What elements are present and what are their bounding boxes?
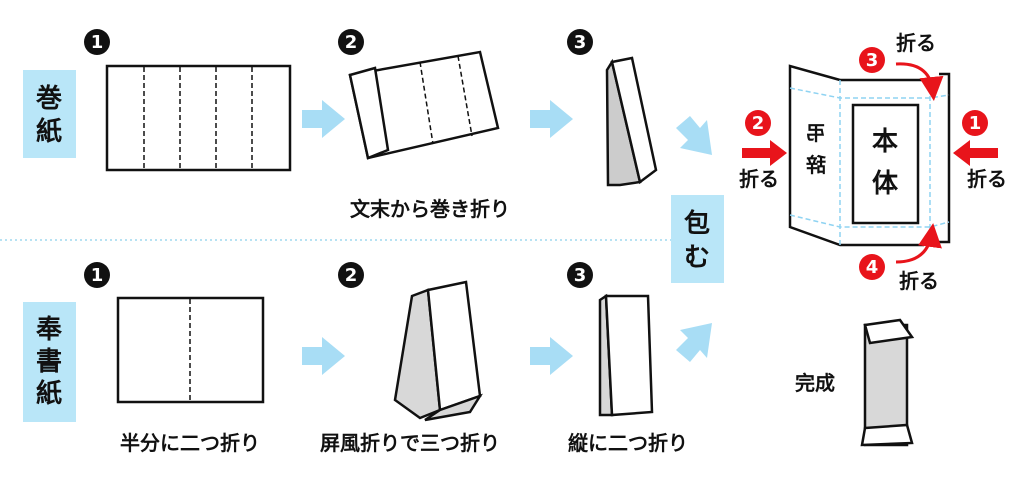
- makigami-step3-paper: [605, 56, 658, 187]
- hoshoshi-step3-caption: 縦に二つ折り: [568, 431, 688, 455]
- svg-text:2: 2: [752, 113, 765, 134]
- hoshoshi-step2-caption: 屏風折りで三つ折り: [320, 431, 500, 455]
- hoshoshi-step1-caption: 半分に二つ折り: [120, 431, 260, 455]
- hoshoshi-step3-paper: [598, 293, 654, 417]
- svg-text:包: 包: [684, 208, 710, 239]
- red-curved-arrow-icon: [895, 223, 942, 264]
- step-badge: 3: [567, 262, 593, 288]
- envelope-diagram: 本 体 弔 辞 1 折る 2 折る 3 折る 4 折る: [739, 31, 1007, 293]
- svg-text:2: 2: [345, 265, 358, 286]
- step-badge: 1: [84, 29, 110, 55]
- fold-label: 折る: [967, 167, 1007, 191]
- svg-text:1: 1: [91, 32, 104, 53]
- svg-text:紙: 紙: [36, 116, 62, 147]
- flap-char: 辞: [806, 153, 826, 177]
- hoshoshi-label: 奉 書 紙: [23, 302, 76, 422]
- makigami-step2-caption: 文末から巻き折り: [350, 197, 510, 221]
- svg-text:奉: 奉: [35, 315, 63, 345]
- step-badge: 2: [338, 262, 364, 288]
- svg-text:3: 3: [574, 265, 587, 286]
- wrap-label: 包 む: [671, 195, 724, 283]
- svg-text:書: 書: [36, 347, 62, 377]
- arrow-right-icon: [530, 337, 573, 375]
- red-arrow-right-icon: [742, 140, 787, 166]
- svg-text:体: 体: [872, 169, 899, 199]
- done-label: 完成: [795, 371, 835, 395]
- svg-text:3: 3: [866, 50, 879, 71]
- fold-label: 折る: [899, 269, 939, 293]
- svg-text:巻: 巻: [35, 84, 62, 114]
- svg-text:本: 本: [872, 127, 898, 157]
- svg-text:2: 2: [345, 32, 358, 53]
- red-arrow-left-icon: [953, 140, 998, 166]
- step-badge: 2: [338, 29, 364, 55]
- hoshoshi-step1-paper: [116, 296, 265, 404]
- svg-text:1: 1: [969, 113, 982, 134]
- makigami-label: 巻 紙: [23, 70, 76, 158]
- makigami-step2-paper: [348, 50, 500, 160]
- svg-text:む: む: [684, 243, 710, 273]
- flow-arrows: [302, 100, 712, 375]
- makigami-step1-paper: [105, 64, 292, 172]
- arrow-right-icon: [302, 337, 345, 375]
- step-badge: 1: [84, 262, 110, 288]
- svg-text:3: 3: [574, 32, 587, 53]
- finished-envelope: [860, 318, 915, 447]
- body-sheet: [851, 103, 920, 225]
- flap-char: 弔: [806, 121, 826, 145]
- fold-label: 折る: [896, 31, 936, 55]
- red-curved-arrow-icon: [895, 62, 944, 101]
- arrow-right-icon: [302, 100, 345, 138]
- svg-text:4: 4: [866, 257, 879, 278]
- svg-text:1: 1: [91, 265, 104, 286]
- arrow-right-icon: [530, 100, 573, 138]
- arrow-diag-up-icon: [676, 323, 712, 362]
- step-badge: 3: [567, 29, 593, 55]
- step-badges: 1 2 3 1 2 3: [84, 29, 593, 288]
- svg-text:紙: 紙: [36, 378, 62, 409]
- fold-label: 折る: [739, 167, 779, 191]
- hoshoshi-step2-paper: [393, 280, 483, 422]
- arrow-diag-down-icon: [676, 116, 712, 155]
